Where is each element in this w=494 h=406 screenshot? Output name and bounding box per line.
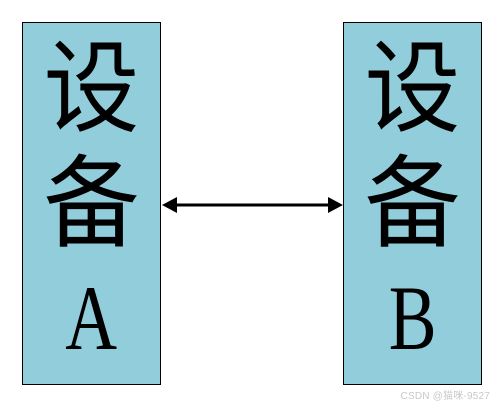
- device-a-letter: A: [65, 267, 118, 370]
- device-a-box: 设 备 A: [22, 22, 161, 385]
- arrow-head-left: [162, 197, 177, 213]
- watermark: CSDN @猫咪-9527: [400, 391, 490, 402]
- device-b-letter: B: [388, 267, 437, 370]
- arrow-head-right: [328, 197, 343, 213]
- device-b-char-2: 备: [364, 145, 461, 264]
- device-b-char-1: 设: [364, 30, 461, 148]
- device-a-char-2: 备: [43, 145, 140, 264]
- device-a-char-1: 设: [43, 30, 140, 148]
- device-b-box: 设 备 B: [343, 22, 482, 385]
